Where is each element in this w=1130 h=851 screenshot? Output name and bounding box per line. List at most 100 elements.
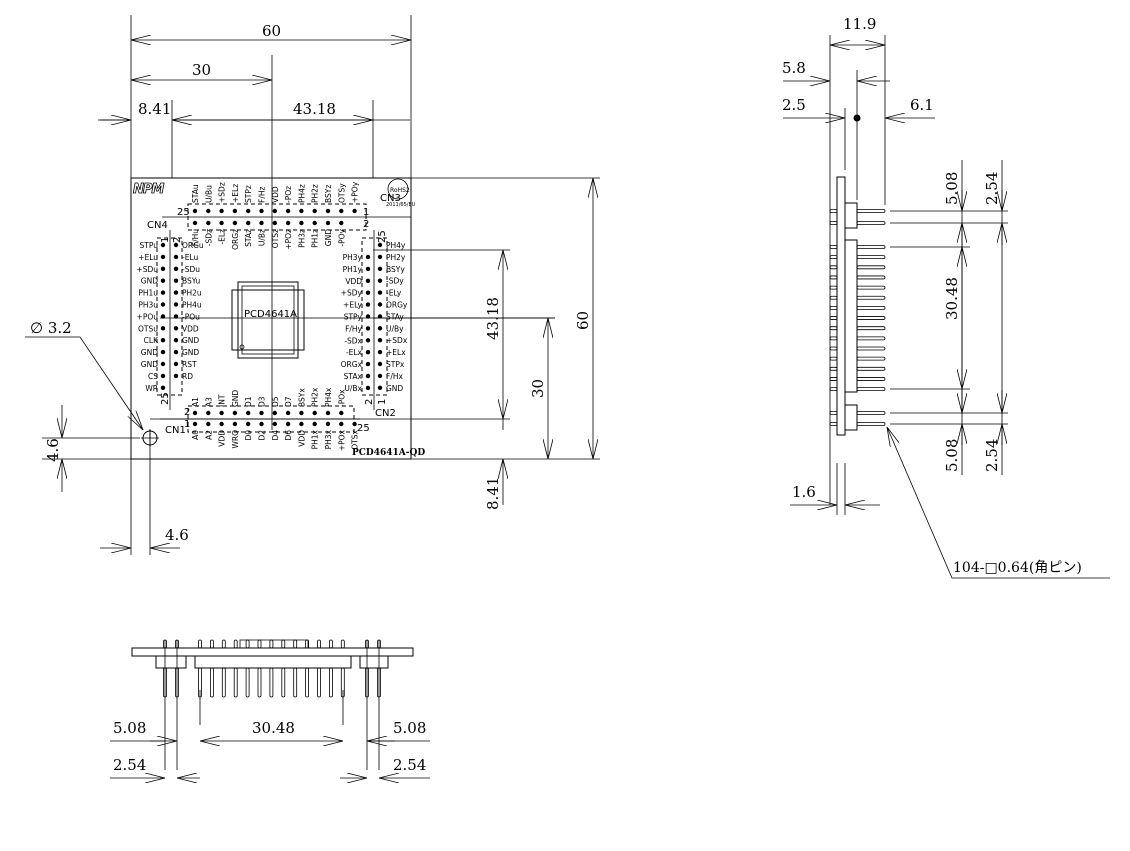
pin-label-cn4: WR: [145, 384, 158, 393]
pin-label-cn2: +ELy: [343, 301, 363, 310]
pin: [377, 242, 383, 248]
pin: [377, 266, 383, 271]
side-pin: [856, 285, 886, 290]
pin: [352, 208, 357, 214]
side-pin: [856, 316, 886, 320]
side-pin-stub: [829, 255, 838, 260]
pin-label-cn1: A1: [191, 397, 200, 407]
pin: [377, 314, 383, 319]
pin-label-cn1: PH1x: [311, 429, 320, 449]
pin-label-cn3: BSYz: [324, 185, 333, 203]
dim-hole-x: 4.6: [165, 526, 189, 544]
pin-label-cn2: STAy: [386, 312, 404, 321]
pin-label-cn4: +SDu: [136, 265, 158, 274]
pin: [219, 421, 224, 427]
side-pin: [856, 377, 886, 381]
pin-label-cn2: +SDy: [341, 289, 363, 298]
pin-label-cn2: -ELy: [386, 289, 402, 298]
side-pin-stub: [829, 346, 838, 351]
front-pin-stub: [328, 639, 333, 649]
front-pin: [257, 667, 262, 698]
pin: [173, 290, 179, 295]
dim-side-bot-pitch: 5.08: [943, 439, 961, 472]
pin-label-cn4: BSYu: [182, 277, 200, 286]
cn1-pin25: 25: [357, 423, 370, 434]
pin-label-cn1: PH4x: [324, 387, 333, 407]
pin-label-cn1: -POx: [337, 389, 346, 407]
cn4-label: CN4: [147, 220, 168, 231]
pin: [377, 385, 383, 390]
pin-label-cn3: -SDz: [204, 229, 213, 246]
pin-label-cn2: ORGy: [386, 301, 408, 310]
front-pin-stub: [305, 639, 310, 649]
cn4-outline: [156, 237, 183, 396]
pin: [232, 208, 238, 214]
pin: [377, 290, 383, 295]
rohs-directive: 2011/65/EU: [386, 202, 416, 208]
dim-pitch-span: 43.18: [293, 100, 336, 118]
front-pin: [317, 667, 321, 698]
pin: [160, 242, 166, 248]
pin-label-cn2: PH4y: [386, 241, 406, 250]
pin: [232, 410, 238, 416]
pin-label-cn1: D4: [271, 430, 280, 441]
pin-label-cn3: PH1z: [311, 229, 320, 248]
pin-label-cn4: GND: [141, 360, 158, 369]
pin: [365, 326, 371, 331]
cn2-label: CN2: [375, 408, 396, 419]
front-pin: [221, 667, 226, 698]
pin-label-cn2: +ELx: [386, 348, 406, 357]
side-pin: [856, 295, 886, 300]
pin: [325, 208, 331, 214]
pin: [365, 278, 371, 283]
pin-label-cn3: U/Bu: [204, 185, 213, 203]
pin: [219, 220, 224, 226]
pin: [173, 361, 179, 367]
dim-hole-y: 4.6: [44, 438, 62, 462]
front-pin-stub: [221, 639, 226, 649]
pin: [173, 373, 179, 379]
cn2-pin2: 2: [364, 399, 375, 405]
pin-label-cn3: PH3z: [297, 229, 306, 248]
pin: [160, 349, 166, 355]
pin: [377, 373, 383, 379]
pin-label-cn2: VDD: [345, 277, 362, 286]
pin-label-cn1: D3: [258, 396, 267, 407]
dim-hole-diameter: ∅ 3.2: [30, 319, 72, 337]
side-pin-stub: [829, 245, 838, 249]
pin: [377, 254, 383, 260]
pin: [285, 220, 291, 226]
pin: [272, 220, 277, 226]
pin: [325, 421, 331, 427]
dim-v-pitch-span: 43.18: [484, 297, 502, 340]
pin-label-cn1: D7: [284, 396, 293, 407]
pin-label-cn2: PH3y: [343, 253, 363, 262]
pin: [173, 314, 179, 319]
pin: [339, 421, 344, 427]
cn3-label: CN3: [380, 193, 401, 204]
pin: [377, 338, 383, 343]
pin-label-cn1: GND: [231, 390, 240, 407]
pin-label-cn4: RST: [182, 360, 197, 369]
pin: [246, 421, 251, 427]
side-pin: [856, 411, 886, 415]
side-pin-stub: [829, 387, 838, 392]
pin-label-cn4: PH3u: [138, 301, 158, 310]
pin: [160, 266, 166, 271]
pin: [160, 254, 166, 260]
pin-label-cn1: A0: [191, 430, 200, 440]
side-pin: [856, 265, 886, 270]
pin-label-cn1: D1: [244, 396, 253, 407]
pin-callout: 104-□0.64(角ピン): [953, 560, 1082, 576]
side-pin: [856, 209, 886, 213]
cn3-pin1: 1: [363, 207, 369, 218]
pin-label-cn3: GND: [324, 229, 333, 246]
pin-label-cn1: A3: [204, 397, 213, 407]
pin: [377, 278, 383, 283]
board-label: PCD4641A-QD: [352, 448, 425, 458]
pin: [285, 421, 291, 427]
side-pin: [856, 326, 886, 331]
cn3-pin25: 25: [177, 207, 190, 218]
pin: [160, 326, 166, 331]
